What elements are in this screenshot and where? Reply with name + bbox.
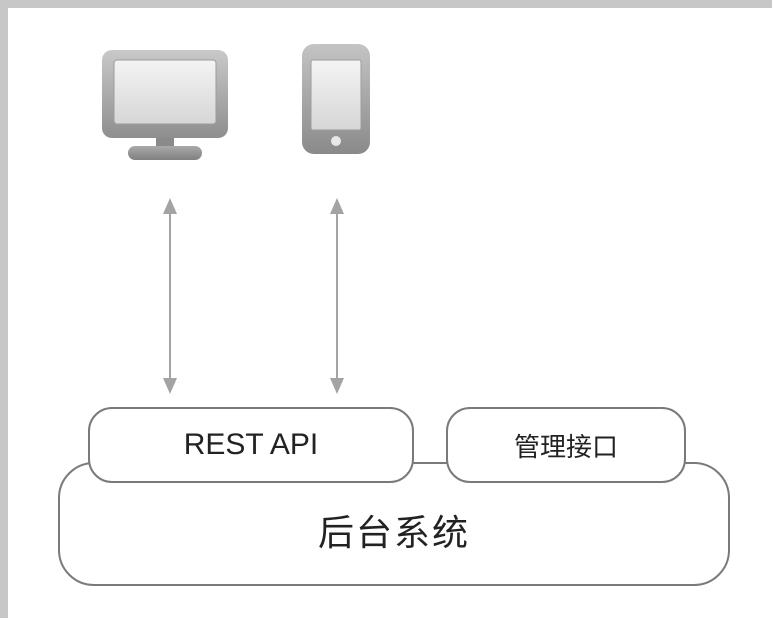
rest-api-label: REST API bbox=[183, 428, 319, 461]
desktop-api-arrow bbox=[163, 198, 177, 394]
mobile-phone-icon bbox=[302, 44, 370, 154]
rest-api-box: REST API bbox=[88, 407, 414, 483]
management-interface-box: 管理接口 bbox=[446, 407, 686, 483]
desktop-monitor-icon bbox=[102, 50, 228, 160]
backend-system-label: 后台系统 bbox=[317, 513, 470, 554]
frame-border-top bbox=[0, 0, 772, 8]
mobile-api-arrow bbox=[330, 198, 344, 394]
management-interface-label: 管理接口 bbox=[513, 432, 618, 463]
frame-border-left bbox=[0, 0, 8, 618]
